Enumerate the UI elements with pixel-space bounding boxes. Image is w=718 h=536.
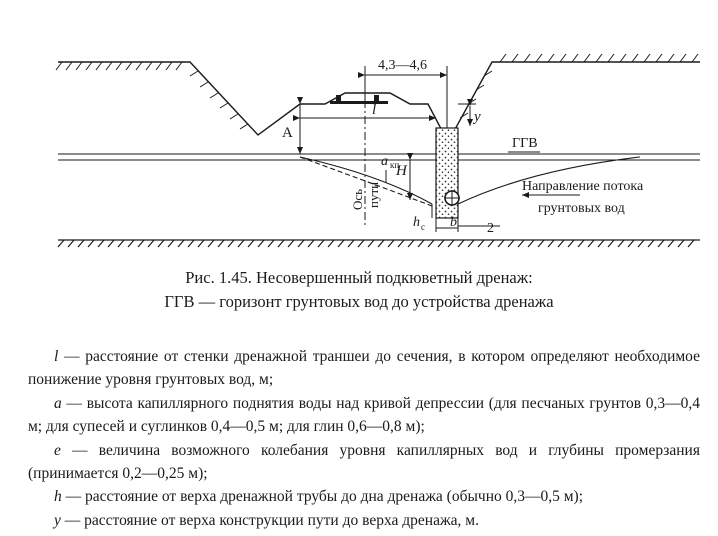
- legend-symbol: y: [54, 511, 61, 529]
- legend-text: — величина возможного колебания уровня к…: [28, 441, 700, 483]
- legend-text: — расстояние от верха конструкции пути д…: [60, 511, 479, 529]
- flow-label-1: Направление потока: [522, 179, 644, 194]
- depression-curves: [299, 156, 641, 207]
- dim-top-label: 4,3—4,6: [378, 58, 427, 73]
- drain-trench: [435, 127, 460, 219]
- label-axis-1: Ось: [350, 189, 365, 210]
- label-b: b: [450, 215, 457, 230]
- legend-item: y — расстояние от верха конструкции пути…: [28, 509, 700, 532]
- legend-symbol: l: [54, 348, 59, 365]
- label-h-upper: H: [395, 163, 408, 179]
- label-a: a: [381, 154, 388, 169]
- flow-label-2: грунтовых вод: [538, 201, 625, 216]
- track: [330, 95, 388, 104]
- legend-item: a — высота капиллярного поднятия воды на…: [28, 392, 700, 439]
- label-h-sub: c: [421, 222, 425, 232]
- caption-line-2: ГГВ — горизонт грунтовых вод до устройст…: [164, 292, 554, 311]
- label-a-sub: кп: [390, 160, 399, 170]
- label-a-upper: A: [282, 125, 293, 141]
- label-ggv: ГГВ: [512, 136, 538, 151]
- legend-item: h — расстояние от верха дренажной трубы …: [28, 485, 700, 508]
- label-2: 2: [487, 221, 494, 236]
- legend-symbol: h: [54, 488, 62, 506]
- figure-caption: Рис. 1.45. Несовершенный подкюветный дре…: [0, 266, 718, 314]
- label-axis-2: пути: [366, 182, 381, 208]
- legend-item: e — величина возможного колебания уровня…: [28, 439, 700, 486]
- legend-text: — высота капиллярного поднятия воды над …: [28, 394, 700, 436]
- caption-line-1: Рис. 1.45. Несовершенный подкюветный дре…: [185, 268, 533, 287]
- bottom-ground: [57, 239, 700, 248]
- ggv-lines: [58, 153, 700, 161]
- ground-hatch: [55, 53, 699, 130]
- legend-symbol: e: [54, 441, 61, 459]
- legend-text: — расстояние от стенки дренажной траншеи…: [28, 348, 700, 389]
- drainage-figure: 4,3—4,6 l y A a кп H Ось пути h c b 2 ГГ…: [0, 0, 718, 262]
- label-h: h: [413, 215, 420, 230]
- label-l: l: [372, 102, 376, 118]
- legend-item: l — расстояние от стенки дренажной транш…: [28, 345, 700, 392]
- dimension-lines: [293, 66, 580, 232]
- legend-text: — расстояние от верха дренажной трубы до…: [61, 488, 584, 506]
- legend-symbol: a: [54, 394, 62, 412]
- legend-list: l — расстояние от стенки дренажной транш…: [28, 345, 700, 532]
- label-y: y: [472, 109, 481, 125]
